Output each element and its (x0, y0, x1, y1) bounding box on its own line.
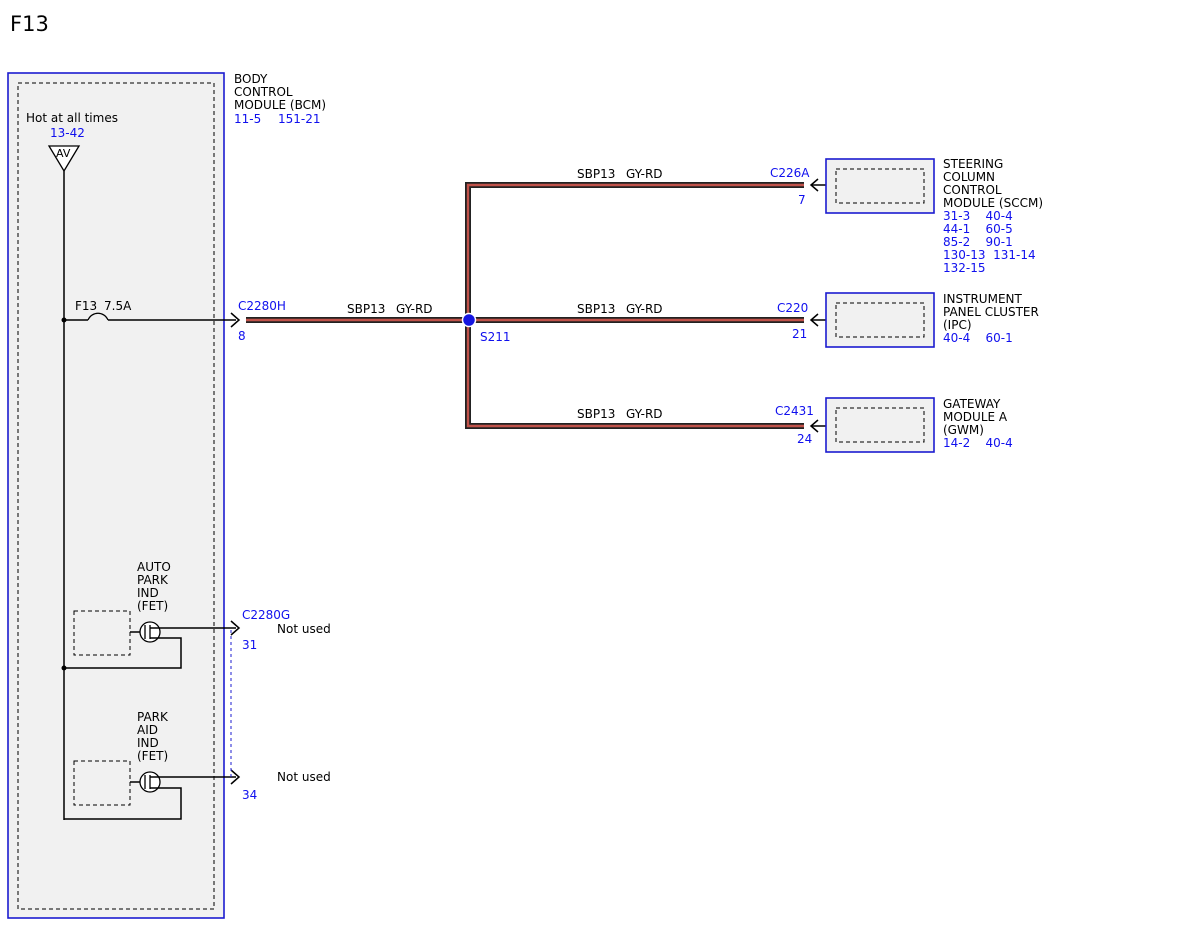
connector-arrow-icon (230, 769, 241, 785)
pin-number: 21 (792, 327, 807, 341)
av-label: AV (56, 147, 71, 160)
sccm-name-line-2: COLUMN (943, 170, 995, 184)
sccm-ref-links[interactable]: 31-3 40-4 (943, 209, 1013, 223)
not-used-label: Not used (277, 770, 331, 784)
wire-circuit-label: SBP13 (577, 302, 615, 316)
wire-circuit-label: SBP13 (347, 302, 385, 316)
power-source-triangle-icon (47, 145, 81, 173)
wire-harness (246, 182, 804, 429)
park-aid-label-line-2: AID (137, 723, 158, 737)
ipc-name-line-3: (IPC) (943, 318, 972, 332)
ipc-name-line-2: PANEL CLUSTER (943, 305, 1039, 319)
sccm-ref-links[interactable]: 132-15 (943, 261, 986, 275)
pin-number: 7 (798, 193, 806, 207)
connector-c2280h: C2280H 8 (238, 299, 286, 343)
bcm-ref-link[interactable]: 11-5 (234, 112, 261, 126)
wire-circuit-label: SBP13 (577, 167, 615, 181)
pin-number: 24 (797, 432, 812, 446)
bcm-name-line-3: MODULE (BCM) (234, 98, 326, 112)
wire-branch-stripe (466, 183, 804, 428)
gwm-inner-box (835, 407, 925, 443)
bcm-name-line-1: BODY (234, 72, 268, 86)
ipc-module: C220 21 INSTRUMENT PANEL CLUSTER (IPC) 4… (777, 292, 1039, 348)
gwm-name-line-1: GATEWAY (943, 397, 1001, 411)
gwm-name-line-3: (GWM) (943, 423, 984, 437)
gwm-ref-links[interactable]: 14-2 40-4 (943, 436, 1013, 450)
fuse-rating: 7.5A (104, 299, 132, 313)
park-aid-driver-box (73, 760, 131, 806)
bcm-ref-link[interactable]: 151-21 (278, 112, 321, 126)
auto-park-label-line-2: PARK (137, 573, 169, 587)
auto-park-driver-box (73, 610, 131, 656)
ipc-inner-box (835, 302, 925, 338)
park-aid-label-line-3: IND (137, 736, 159, 750)
connector-arrow-icon (230, 312, 241, 328)
sccm-ref-links[interactable]: 130-13 131-14 (943, 248, 1036, 262)
hot-at-all-times-label: Hot at all times (26, 111, 118, 125)
fet-ground-lead (64, 787, 182, 820)
pin-number: 34 (242, 788, 257, 802)
fet-ground-lead (64, 637, 182, 669)
page-title: F13 (10, 12, 49, 36)
park-aid-label-line-1: PARK (137, 710, 169, 724)
splice-label[interactable]: S211 (480, 330, 511, 344)
wire-color-label: GY-RD (626, 302, 663, 316)
bcm-name-line-2: CONTROL (234, 85, 293, 99)
sccm-ref-links[interactable]: 85-2 90-1 (943, 235, 1013, 249)
auto-park-label-line-3: IND (137, 586, 159, 600)
park-aid-label-line-4: (FET) (137, 749, 168, 763)
sccm-name-line-1: STEERING (943, 157, 1003, 171)
bcm-module: BODY CONTROL MODULE (BCM) 11-5 151-21 Ho… (7, 72, 326, 919)
fuse-icon (87, 312, 109, 321)
connector-c2280g-link[interactable]: C2280G (242, 608, 290, 622)
connector-c220-link[interactable]: C220 (777, 301, 808, 315)
connector-c226a-link[interactable]: C226A (770, 166, 810, 180)
sccm-name-line-3: CONTROL (943, 183, 1002, 197)
auto-park-label-line-1: AUTO (137, 560, 171, 574)
fuse-name: F13 (75, 299, 97, 313)
sccm-module: C226A 7 STEERING COLUMN CONTROL MODULE (… (770, 157, 1043, 275)
ipc-ref-links[interactable]: 40-4 60-1 (943, 331, 1013, 345)
connector-c2280g: C2280G 31 34 Not used Not used (230, 608, 331, 802)
connector-c2431-link[interactable]: C2431 (775, 404, 814, 418)
sccm-inner-box (835, 168, 925, 204)
wire-color-label: GY-RD (626, 167, 663, 181)
hot-ref-link[interactable]: 13-42 (50, 126, 85, 140)
gwm-module: C2431 24 GATEWAY MODULE A (GWM) 14-2 40-… (775, 397, 1013, 453)
connector-c2280h-link[interactable]: C2280H (238, 299, 286, 313)
wire-color-label: GY-RD (396, 302, 433, 316)
ipc-name-line-1: INSTRUMENT (943, 292, 1022, 306)
not-used-label: Not used (277, 622, 331, 636)
auto-park-label-line-4: (FET) (137, 599, 168, 613)
wire-color-label: GY-RD (626, 407, 663, 421)
sccm-ref-links[interactable]: 44-1 60-5 (943, 222, 1013, 236)
sccm-name-line-4: MODULE (SCCM) (943, 196, 1043, 210)
bcm-inner-boundary (17, 82, 215, 910)
gwm-name-line-2: MODULE A (943, 410, 1008, 424)
wire-circuit-label: SBP13 (577, 407, 615, 421)
splice-s211-icon (461, 312, 477, 328)
pin-number: 8 (238, 329, 246, 343)
pin-number: 31 (242, 638, 257, 652)
connector-arrow-icon (230, 620, 241, 636)
